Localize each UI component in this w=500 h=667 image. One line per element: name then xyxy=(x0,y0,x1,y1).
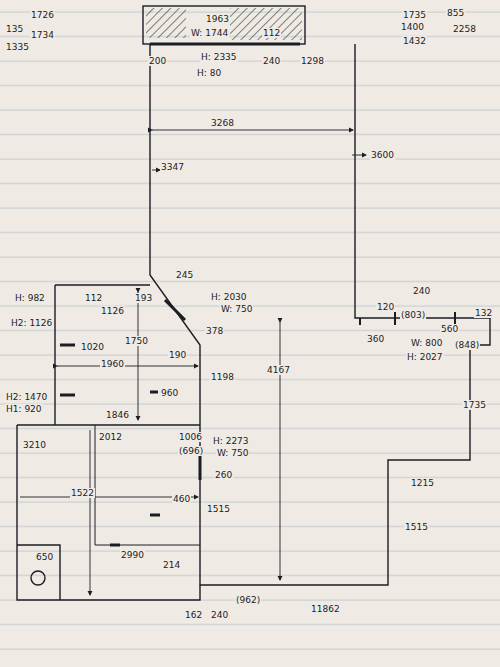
dimension-label: 650 xyxy=(35,552,54,562)
dimension-label: 260 xyxy=(214,470,233,480)
dimension-label: H2: 1126 xyxy=(10,318,53,328)
dimension-label: 1126 xyxy=(100,306,125,316)
dimension-label: 360 xyxy=(366,334,385,344)
dimension-label: 190 xyxy=(168,350,187,360)
dimension-label: 1735 xyxy=(462,400,487,410)
dimension-label: (696) xyxy=(178,446,204,456)
dimension-label: 245 xyxy=(175,270,194,280)
dimension-label: 1215 xyxy=(410,478,435,488)
dimension-label: 3600 xyxy=(370,150,395,160)
dimension-label: 2990 xyxy=(120,550,145,560)
dimension-label: H: 2027 xyxy=(406,352,444,362)
dimension-label: 1020 xyxy=(80,342,105,352)
dimension-label: 855 xyxy=(446,8,465,18)
dimension-label: 3210 xyxy=(22,440,47,450)
dimension-label: 162 xyxy=(184,610,203,620)
dimension-label: W: 750 xyxy=(216,448,249,458)
dimension-label: 112 xyxy=(84,293,103,303)
dimension-label: 200 xyxy=(148,56,167,66)
dimension-label: 560 xyxy=(440,324,459,334)
dimension-label: 1846 xyxy=(105,410,130,420)
dimension-label: 240 xyxy=(412,286,431,296)
dimension-label: W: 750 xyxy=(220,304,253,314)
plan-walls xyxy=(17,6,490,600)
dimension-label: 1750 xyxy=(124,336,149,346)
dimension-label: 1734 xyxy=(30,30,55,40)
dimension-label: W: 800 xyxy=(410,338,443,348)
dimension-label: 240 xyxy=(262,56,281,66)
dimension-label: 3268 xyxy=(210,118,235,128)
dimension-label: 1432 xyxy=(402,36,427,46)
dimension-label: W: 1744 xyxy=(190,28,229,38)
dimension-lines xyxy=(20,130,486,595)
dimension-label: 1198 xyxy=(210,372,235,382)
dimension-label: 1522 xyxy=(70,488,95,498)
dimension-label: 1335 xyxy=(5,42,30,52)
dimension-label: 11862 xyxy=(310,604,341,614)
dimension-label: 378 xyxy=(205,326,224,336)
dimension-label: H: 982 xyxy=(14,293,46,303)
dimension-label: 132 xyxy=(474,308,493,318)
dimension-label: 135 xyxy=(5,24,24,34)
dimension-label: 1515 xyxy=(404,522,429,532)
dimension-label: 1298 xyxy=(300,56,325,66)
dimension-label: 214 xyxy=(162,560,181,570)
dimension-label: (803) xyxy=(400,310,426,320)
dimension-label: 3347 xyxy=(160,162,185,172)
dimension-label: 240 xyxy=(210,610,229,620)
dimension-label: H: 2030 xyxy=(210,292,248,302)
dimension-label: H1: 920 xyxy=(5,404,43,414)
dimension-label: 2012 xyxy=(98,432,123,442)
dimension-label: 1963 xyxy=(205,14,230,24)
dimension-label: (962) xyxy=(235,595,261,605)
dimension-label: 2258 xyxy=(452,24,477,34)
dimension-label: H: 2335 xyxy=(200,52,238,62)
dimension-label: 1735 xyxy=(402,10,427,20)
dimension-label: 460 xyxy=(172,494,191,504)
dimension-label: 120 xyxy=(376,302,395,312)
dimension-label: 960 xyxy=(160,388,179,398)
dimension-label: H: 80 xyxy=(196,68,222,78)
dimension-label: 1960 xyxy=(100,359,125,369)
dimension-label: 112 xyxy=(262,28,281,38)
dimension-label: 193 xyxy=(134,293,153,303)
dimension-label: 4167 xyxy=(266,365,291,375)
dimension-label: (848) xyxy=(454,340,480,350)
dimension-label: H2: 1470 xyxy=(5,392,48,402)
dimension-label: 1400 xyxy=(400,22,425,32)
dimension-label: 1515 xyxy=(206,504,231,514)
dimension-label: H: 2273 xyxy=(212,436,250,446)
dimension-label: 1726 xyxy=(30,10,55,20)
dimension-label: 1006 xyxy=(178,432,203,442)
